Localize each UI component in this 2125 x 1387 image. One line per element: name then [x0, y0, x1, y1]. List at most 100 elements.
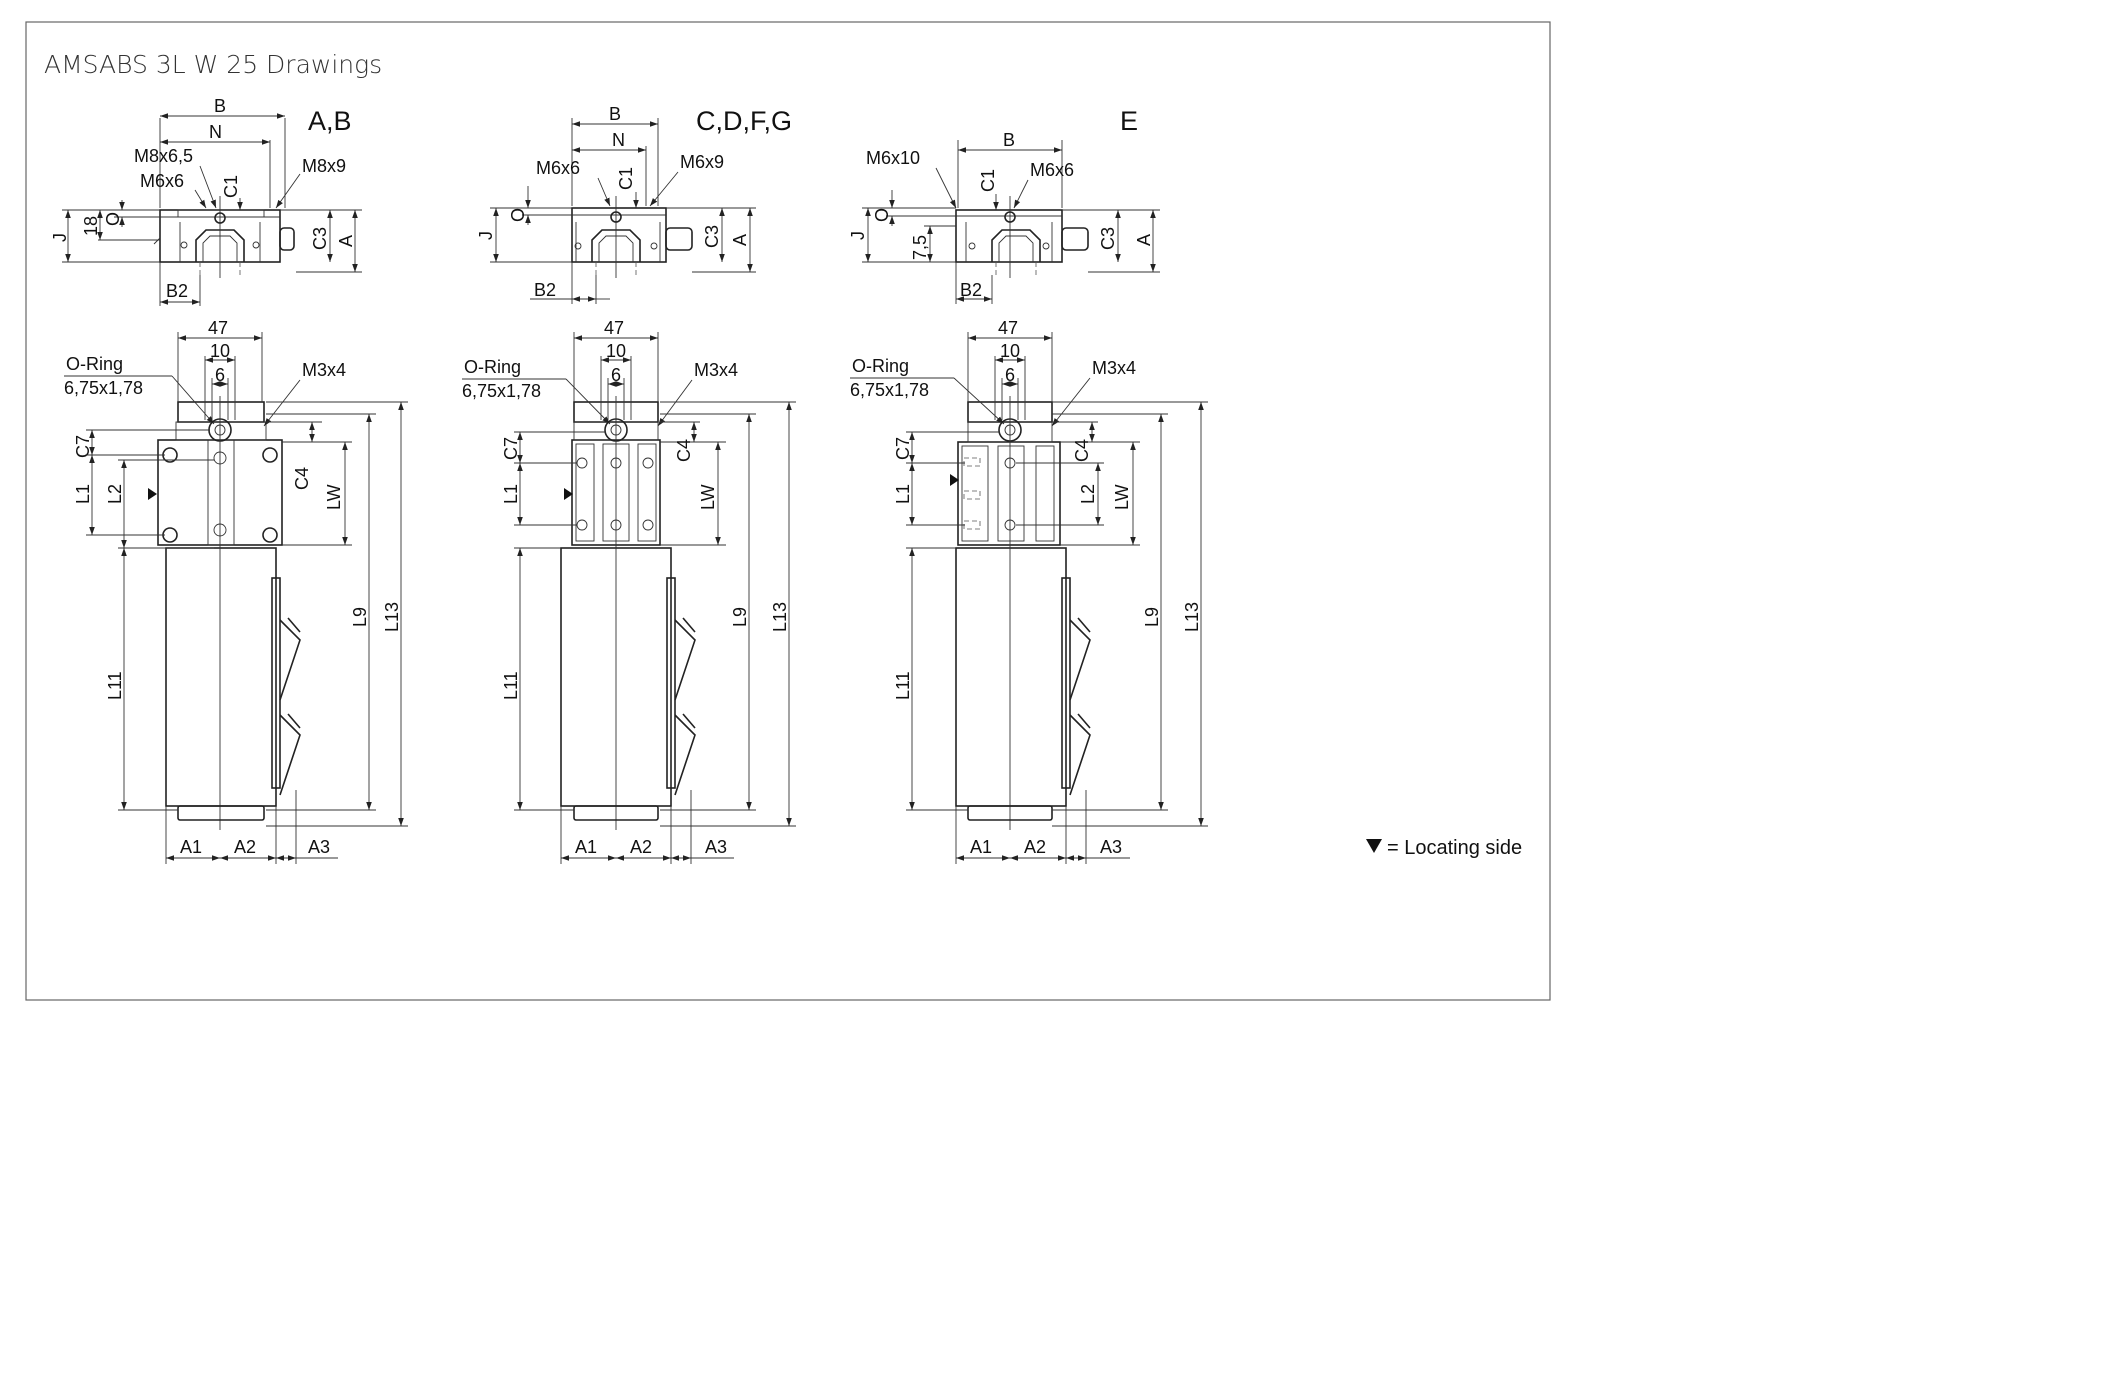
- dim-b: B: [609, 104, 621, 124]
- dim-c3: C3: [310, 227, 330, 250]
- dim-c4: C4: [292, 467, 312, 490]
- dim-l11: L11: [893, 671, 913, 700]
- label-m3x4: M3x4: [302, 360, 346, 380]
- dim-c1: C1: [221, 175, 241, 198]
- dim-j: J: [476, 231, 496, 240]
- dim-6: 6: [215, 365, 225, 385]
- dim-a: A: [1134, 234, 1154, 246]
- label-o-ring-size: 6,75x1,78: [462, 381, 541, 401]
- plan-view: 47 10 6 O-Ring 6,75x1,78 M3x4 C7 L1 C4 L…: [462, 318, 796, 864]
- rail-end-cap: [967, 805, 1053, 821]
- dim-7-5: 7,5: [910, 235, 930, 260]
- dim-l1: L1: [501, 484, 521, 504]
- dim-c1: C1: [616, 167, 636, 190]
- dim-a: A: [730, 234, 750, 246]
- view-label: E: [1120, 106, 1138, 136]
- dim-b2: B2: [960, 280, 982, 300]
- dim-47: 47: [208, 318, 228, 338]
- label-m3x4: M3x4: [694, 360, 738, 380]
- dim-l13: L13: [770, 602, 790, 632]
- dim-a3: A3: [308, 837, 330, 857]
- lube-port-icon: [214, 212, 226, 224]
- dim-a1: A1: [575, 837, 597, 857]
- dim-lw: LW: [324, 484, 344, 510]
- label-o-ring-size: 6,75x1,78: [64, 378, 143, 398]
- dim-6: 6: [1005, 365, 1015, 385]
- dim-l13: L13: [1182, 602, 1202, 632]
- dim-c4: C4: [1072, 439, 1092, 462]
- dim-j: J: [848, 231, 868, 240]
- dim-l2: L2: [1078, 484, 1098, 504]
- dim-l9: L9: [1142, 607, 1162, 627]
- label-m6x9: M6x9: [680, 152, 724, 172]
- dim-n: N: [209, 122, 222, 142]
- label-m6x6: M6x6: [1030, 160, 1074, 180]
- locating-side-marker-icon: [564, 488, 573, 500]
- sheet-frame: [25, 21, 1551, 1001]
- locating-side-marker-icon: [148, 488, 157, 500]
- drawing-title: AMSABS 3L W 25 Drawings: [44, 50, 382, 79]
- label-m6x6: M6x6: [140, 171, 184, 191]
- label-o-ring: O-Ring: [66, 354, 123, 374]
- top-view: B M6x10 C1 M6x6 J O 7,5 C3 A B2: [848, 130, 1160, 304]
- dim-a2: A2: [1024, 837, 1046, 857]
- rail-body: [165, 547, 277, 807]
- locating-side-marker-icon: [950, 474, 959, 486]
- dim-n: N: [612, 130, 625, 150]
- view-label: A,B: [308, 106, 352, 136]
- plan-view: 47 10 6 O-Ring 6,75x1,78 M3x4 C7 L1 L2 C…: [64, 318, 408, 864]
- dim-b2: B2: [166, 281, 188, 301]
- dim-47: 47: [604, 318, 624, 338]
- dim-c7: C7: [73, 435, 93, 458]
- dim-c3: C3: [702, 225, 722, 248]
- dim-a3: A3: [705, 837, 727, 857]
- view-label: C,D,F,G: [696, 106, 792, 136]
- dim-c4: C4: [674, 439, 694, 462]
- dim-o: O: [103, 212, 123, 226]
- dim-l1: L1: [893, 484, 913, 504]
- dim-6: 6: [611, 365, 621, 385]
- sensor-bracket: [279, 619, 301, 701]
- sensor-connector-icon: [1061, 227, 1089, 251]
- dim-lw: LW: [698, 484, 718, 510]
- locating-side-legend-icon: [1366, 839, 1382, 853]
- dim-j: J: [50, 233, 70, 242]
- label-m3x4: M3x4: [1092, 358, 1136, 378]
- dim-47: 47: [998, 318, 1018, 338]
- label-o-ring-size: 6,75x1,78: [850, 380, 929, 400]
- dim-a: A: [336, 235, 356, 247]
- label-m8x9: M8x9: [302, 156, 346, 176]
- legend-text: = Locating side: [1387, 837, 1522, 859]
- dim-o: O: [872, 208, 892, 222]
- dim-o: O: [508, 208, 528, 222]
- top-view: B N M6x6 C1 M6x9 J O C3 A B: [476, 104, 756, 304]
- lube-port-icon: [610, 211, 622, 223]
- sensor-connector-icon: [279, 227, 295, 251]
- dim-l1: L1: [73, 484, 93, 504]
- rail-end-cap: [177, 805, 265, 821]
- lube-port-icon: [1004, 211, 1016, 223]
- sensor-bracket: [674, 619, 696, 701]
- dim-lw: LW: [1112, 484, 1132, 510]
- dim-b: B: [1003, 130, 1015, 150]
- view-a-b: A,B B N M8x6,5 M6x6 C1: [50, 96, 408, 864]
- dim-a2: A2: [630, 837, 652, 857]
- dim-b: B: [214, 96, 226, 116]
- dim-l2: L2: [105, 484, 125, 504]
- rail-body: [955, 547, 1067, 807]
- label-o-ring: O-Ring: [852, 356, 909, 376]
- dim-l11: L11: [105, 671, 125, 700]
- view-e: E B M6x10 C1 M6x6 J: [848, 106, 1208, 864]
- dim-b2: B2: [534, 280, 556, 300]
- label-o-ring: O-Ring: [464, 357, 521, 377]
- dim-c7: C7: [501, 437, 521, 460]
- dim-c1: C1: [978, 169, 998, 192]
- dim-a1: A1: [970, 837, 992, 857]
- carriage-outline: [571, 207, 667, 263]
- top-view: B N M8x6,5 M6x6 C1 M8x9 J 18 O C3: [50, 96, 362, 306]
- label-m6x10: M6x10: [866, 148, 920, 168]
- drawing-sheet: AMSABS 3L W 25 Drawings A,B B N M8x6,5: [25, 21, 1551, 1001]
- dim-l9: L9: [350, 607, 370, 627]
- dim-a3: A3: [1100, 837, 1122, 857]
- dim-l13: L13: [382, 602, 402, 632]
